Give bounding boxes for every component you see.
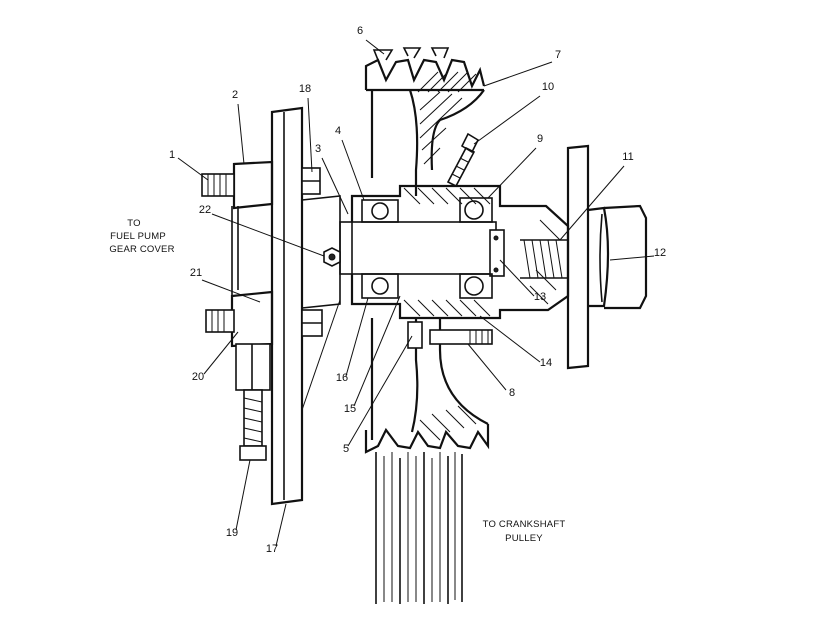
callout-2: 2 [232, 89, 238, 101]
callout-7: 7 [555, 49, 561, 61]
callout-19: 19 [226, 527, 238, 539]
note-line: TO CRANKSHAFT [483, 519, 566, 530]
callout-16: 16 [336, 372, 348, 384]
callout-17: 17 [266, 543, 278, 555]
pulley-web-upper [370, 89, 485, 196]
callout-1: 1 [169, 149, 175, 161]
crankshaft-flange [520, 144, 648, 370]
callout-4: 4 [335, 125, 341, 137]
callout-22: 22 [199, 204, 211, 216]
callout-10: 10 [542, 81, 554, 93]
callout-3: 3 [315, 143, 321, 155]
pulley-top-rim [364, 47, 486, 93]
callout-15: 15 [344, 403, 356, 415]
callout-20: 20 [192, 371, 204, 383]
pulley-web-lower [364, 318, 493, 454]
pulley-shaft [339, 221, 505, 277]
mounting-bracket [270, 106, 341, 506]
callout-21: 21 [190, 267, 202, 279]
callout-5: 5 [343, 443, 349, 455]
note-line: GEAR COVER [109, 244, 174, 255]
fuel-pump-note: TO FUEL PUMP GEAR COVER [109, 218, 174, 255]
note-line: TO [127, 218, 140, 229]
leader-lines [177, 39, 655, 547]
callout-8: 8 [509, 387, 515, 399]
callout-12: 12 [654, 247, 666, 259]
callout-13: 13 [534, 291, 546, 303]
callout-11: 11 [622, 151, 633, 163]
bearings [361, 197, 493, 299]
drive-belts [375, 452, 463, 604]
callout-9: 9 [537, 133, 543, 145]
note-line: FUEL PUMP [110, 231, 166, 242]
callout-14: 14 [540, 357, 552, 369]
callout-6: 6 [357, 25, 363, 37]
note-line: PULLEY [505, 533, 543, 544]
grease-fitting [446, 132, 480, 188]
callout-18: 18 [299, 83, 311, 95]
crankshaft-note: TO CRANKSHAFT PULLEY [483, 519, 566, 544]
